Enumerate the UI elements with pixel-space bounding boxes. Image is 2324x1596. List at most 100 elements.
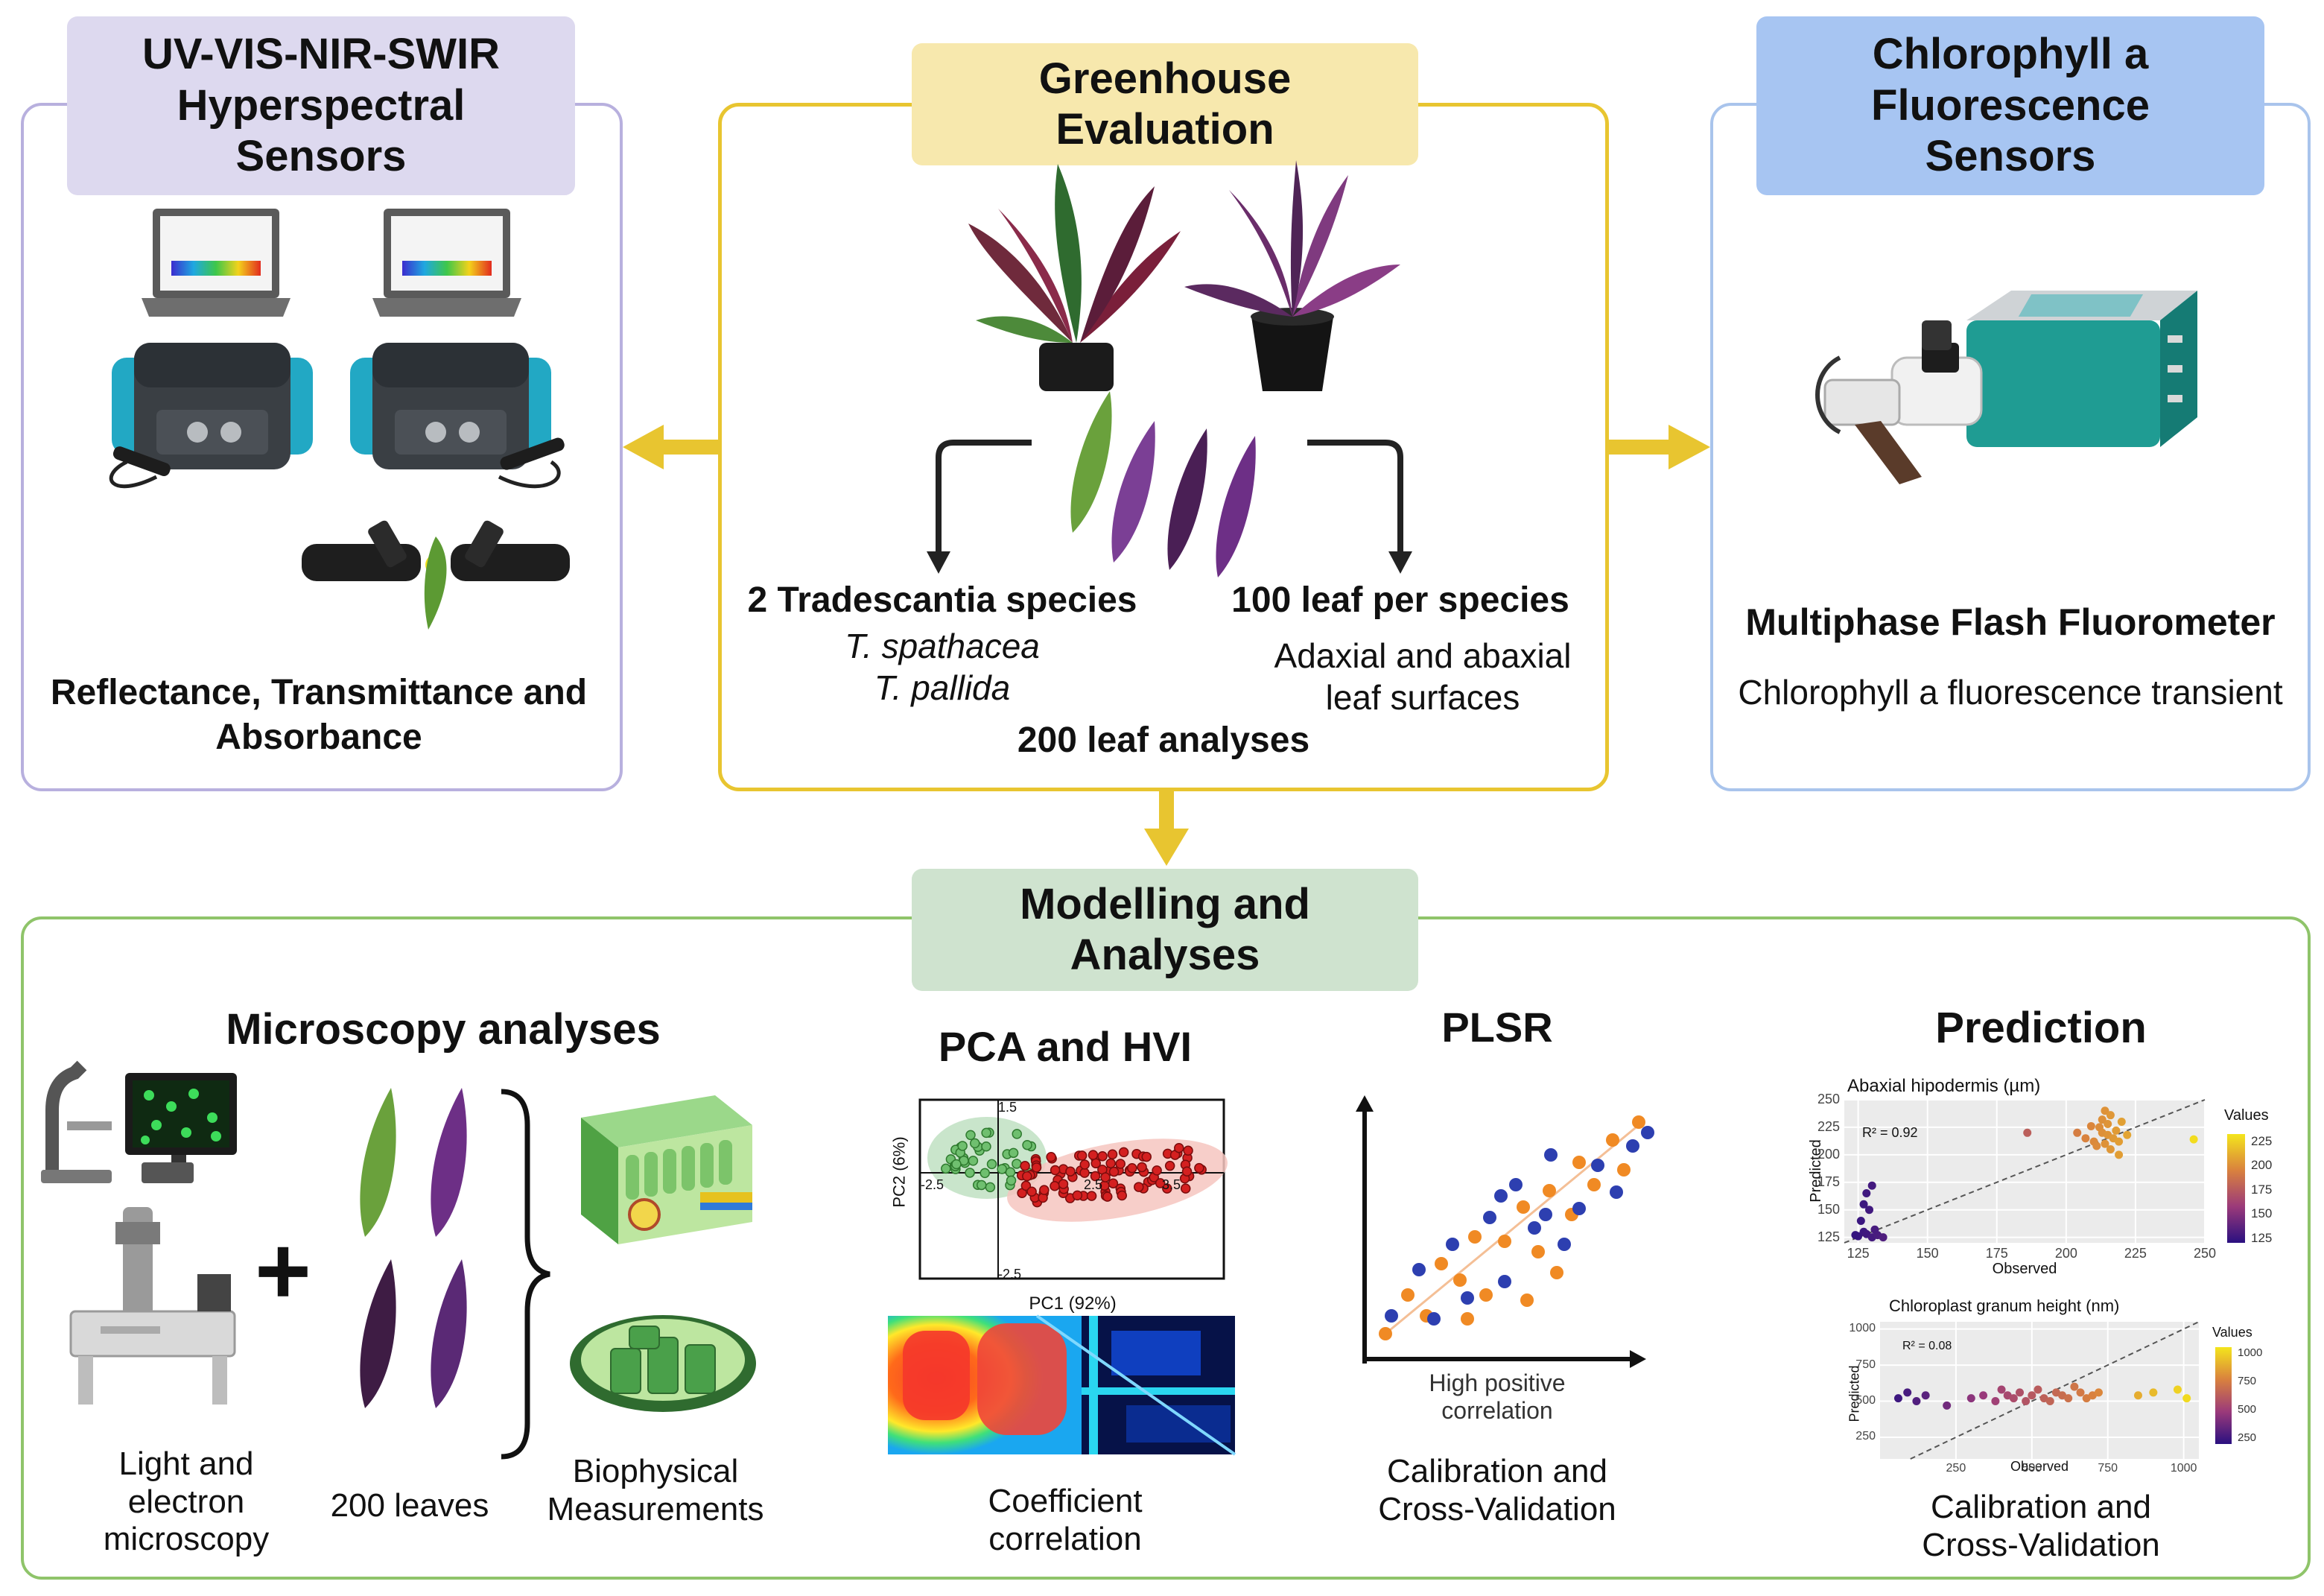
chart2-point xyxy=(2149,1388,2158,1397)
chart1-ytick: 200 xyxy=(1817,1147,1840,1162)
correlation-heatmap xyxy=(888,1314,1236,1456)
chart1-title: Abaxial hipodermis (µm) xyxy=(1847,1076,2041,1096)
plsr-point-orange xyxy=(1531,1245,1545,1258)
chart2-ytick: 250 xyxy=(1855,1430,1876,1443)
chart2-point xyxy=(2022,1397,2031,1406)
plsr-point-blue xyxy=(1626,1139,1639,1153)
pca-point-group1 xyxy=(1006,1175,1017,1186)
chart1-identity-line xyxy=(1844,1099,2206,1244)
spectrometer-icon xyxy=(109,343,313,489)
chart1-legend-tick: 225 xyxy=(2251,1133,2273,1148)
chart2-title: Chloroplast granum height (nm) xyxy=(1889,1296,2120,1315)
chart2-legend-title: Values xyxy=(2212,1325,2252,1340)
leaves-grid-icon xyxy=(360,1088,467,1408)
plsr-point-orange xyxy=(1587,1178,1601,1191)
chart2-xlabel: Observed xyxy=(2010,1459,2069,1474)
chart2-point xyxy=(2034,1385,2042,1394)
chart2-legend-tick: 500 xyxy=(2238,1403,2257,1416)
plsr-point-blue xyxy=(1528,1221,1541,1235)
plus-icon: + xyxy=(255,1216,311,1325)
chart2-annotation: R² = 0.08 xyxy=(1902,1340,1952,1352)
plsr-point-orange xyxy=(1479,1288,1493,1302)
pca-point-group1 xyxy=(985,1182,996,1193)
pca-point-group1 xyxy=(968,1156,979,1166)
pca-point-group2 xyxy=(1076,1150,1088,1161)
chart1-xtick: 175 xyxy=(1985,1246,2008,1261)
chart1-colorbar xyxy=(2227,1134,2245,1243)
pca-point-group2 xyxy=(1181,1166,1193,1177)
chart2-point xyxy=(2028,1391,2036,1400)
chart2-point xyxy=(2039,1394,2048,1403)
pca-point-group2 xyxy=(1117,1190,1128,1201)
pca-point-group1 xyxy=(976,1179,987,1191)
pca-point-group2 xyxy=(1108,1166,1120,1177)
chart2-xtick: 500 xyxy=(2022,1462,2042,1475)
pca-point-group2 xyxy=(1079,1159,1090,1170)
chart1-legend-tick: 125 xyxy=(2251,1230,2273,1245)
chart1-point xyxy=(2073,1128,2082,1137)
plsr-point-blue xyxy=(1610,1185,1623,1199)
pca-point-group2 xyxy=(1152,1165,1162,1176)
plsr-point-orange xyxy=(1632,1115,1645,1129)
chart2-point xyxy=(2003,1391,2012,1400)
pca-point-group2 xyxy=(1155,1178,1166,1188)
leaves-icon xyxy=(1070,391,1256,577)
pca-point-group1 xyxy=(980,1168,990,1179)
brace-icon xyxy=(501,1089,550,1460)
chart1-annotation: R² = 0.92 xyxy=(1862,1125,1918,1140)
chart2-point xyxy=(2182,1394,2191,1403)
chart1-xlabel: Observed xyxy=(1992,1261,2057,1277)
chart2-point xyxy=(1893,1394,1902,1403)
chart2-point xyxy=(2058,1391,2067,1400)
chart1-xtick: 225 xyxy=(2124,1246,2147,1261)
pca-point-group1 xyxy=(965,1130,976,1141)
plsr-point-blue xyxy=(1385,1309,1398,1323)
arrow-down-icon xyxy=(1144,791,1189,866)
pca-point-group2 xyxy=(1115,1159,1126,1169)
plsr-point-orange xyxy=(1498,1235,1511,1248)
plsr-title: PLSR xyxy=(1441,1004,1553,1051)
chart2-point xyxy=(2133,1391,2142,1400)
species-1: T. spathacea xyxy=(845,627,1040,665)
pca-point-group2 xyxy=(1105,1158,1116,1169)
chart1-point xyxy=(2086,1121,2095,1130)
plsr-point-orange xyxy=(1617,1163,1631,1177)
pca-point-group2 xyxy=(1100,1172,1111,1182)
pca-point-group1 xyxy=(970,1138,980,1149)
chart1-point xyxy=(1865,1206,1874,1215)
chart1-point xyxy=(1862,1189,1871,1198)
chart2-point xyxy=(1966,1394,1975,1403)
chart1-point xyxy=(2115,1137,2124,1146)
pca-xtick: 3.5 xyxy=(1162,1177,1181,1192)
device-title: Multiphase Flash Fluorometer xyxy=(1745,601,2276,643)
chart1-xtick: 250 xyxy=(2193,1246,2217,1261)
chart2-legend-tick: 750 xyxy=(2238,1375,2257,1387)
chart1-ytick: 150 xyxy=(1817,1201,1840,1217)
chart1-xtick: 125 xyxy=(1847,1246,1870,1261)
pca-point-group2 xyxy=(1174,1142,1184,1153)
plsr-point-blue xyxy=(1446,1238,1459,1251)
laptop-icon xyxy=(372,209,521,317)
chart2-xtick: 1000 xyxy=(2170,1462,2197,1475)
chart2-point xyxy=(2173,1385,2182,1394)
prediction-title: Prediction xyxy=(1935,1004,2147,1052)
pca-point-group1 xyxy=(957,1141,968,1151)
chart2-point xyxy=(2064,1394,2073,1403)
plsr-point-orange xyxy=(1379,1327,1392,1340)
chloroplast-icon xyxy=(570,1315,756,1412)
pca-title: PCA and HVI xyxy=(938,1023,1193,1070)
chart1-point xyxy=(2081,1134,2090,1143)
device-subtitle: Chlorophyll a fluorescence transient xyxy=(1738,673,2283,712)
chart1-point xyxy=(2123,1130,2132,1139)
species-2: T. pallida xyxy=(874,668,1011,707)
plsr-point-orange xyxy=(1606,1133,1619,1147)
pca-point-group2 xyxy=(1183,1145,1193,1156)
pca-point-group2 xyxy=(1127,1162,1137,1174)
chart1-legend-tick: 200 xyxy=(2251,1158,2273,1173)
chart2-point xyxy=(2051,1388,2060,1397)
